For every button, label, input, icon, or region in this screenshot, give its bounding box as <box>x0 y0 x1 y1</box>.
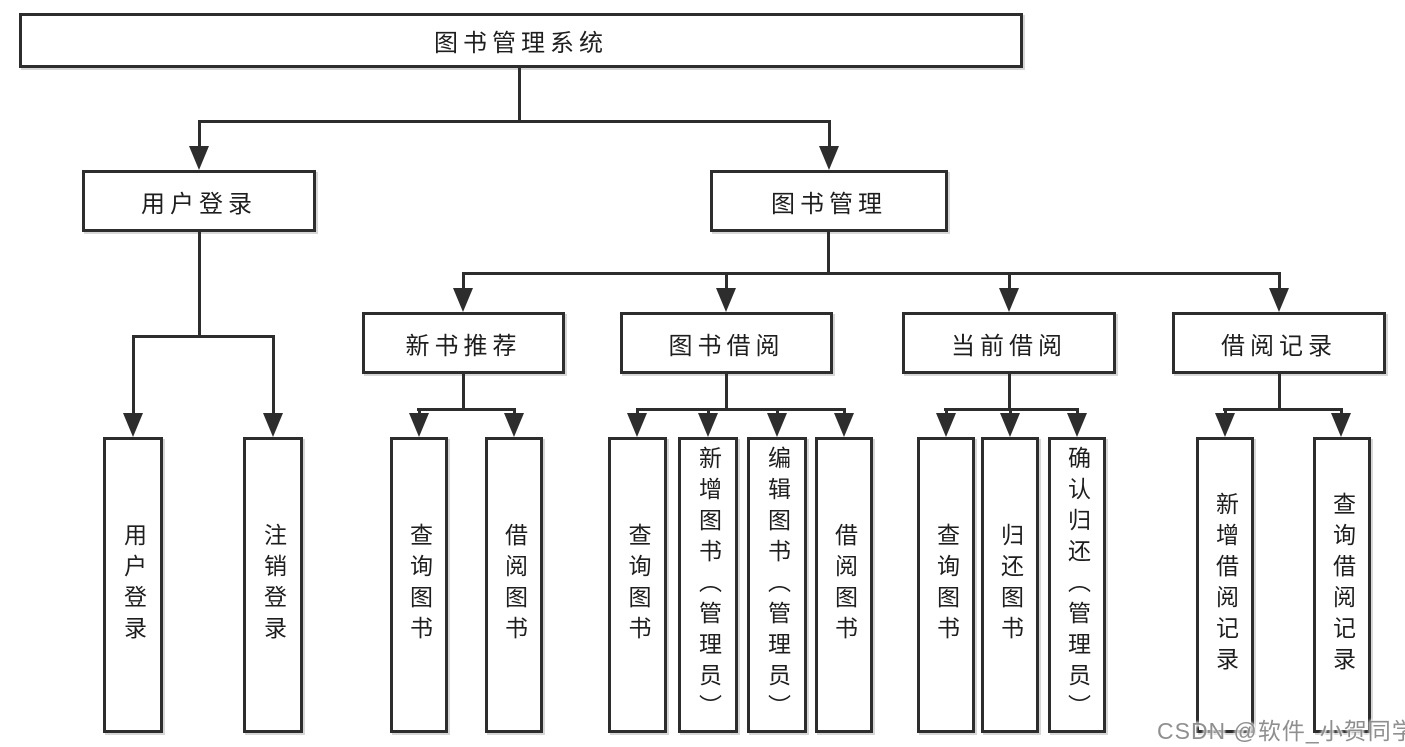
leaf-borrowing-add-books-admin: 新增图书（管理员） <box>678 437 738 733</box>
connector-line <box>272 335 275 415</box>
connector-line <box>132 335 275 338</box>
leaf-borrowing-query-books: 查询图书 <box>608 437 667 733</box>
connector-line <box>1223 408 1343 411</box>
connector-line <box>198 120 831 123</box>
leaf-recommend-query-books: 查询图书 <box>390 437 448 733</box>
connector-line <box>462 272 1280 275</box>
arrow-down-icon <box>1067 413 1087 437</box>
leaf-current-return-books: 归还图书 <box>981 437 1039 733</box>
connector-line <box>198 120 201 148</box>
connector-line <box>725 374 728 408</box>
connector-line <box>725 272 728 290</box>
connector-line <box>707 408 710 415</box>
connector-line <box>1009 408 1012 415</box>
arrow-down-icon <box>716 288 736 312</box>
connector-line <box>945 408 948 415</box>
node-book-borrowing: 图书借阅 <box>620 312 833 374</box>
leaf-current-confirm-return-admin: 确认归还（管理员） <box>1048 437 1106 733</box>
connector-line <box>1008 272 1011 290</box>
arrow-down-icon <box>189 146 209 170</box>
node-borrowing-records: 借阅记录 <box>1172 312 1386 374</box>
connector-line <box>1278 272 1281 290</box>
watermark: CSDN @软件_小贺同学 <box>1157 718 1405 744</box>
connector-line <box>417 408 516 411</box>
arrow-down-icon <box>767 413 787 437</box>
leaf-current-query-books: 查询图书 <box>917 437 975 733</box>
connector-line <box>198 232 201 335</box>
node-new-book-recommendation: 新书推荐 <box>362 312 565 374</box>
connector-line <box>776 408 779 415</box>
arrow-down-icon <box>409 413 429 437</box>
connector-line <box>518 68 521 120</box>
leaf-records-add-record: 新增借阅记录 <box>1196 437 1254 733</box>
arrow-down-icon <box>834 413 854 437</box>
connector-line <box>462 374 465 408</box>
arrow-down-icon <box>698 413 718 437</box>
connector-line <box>1278 374 1281 408</box>
arrow-down-icon <box>263 413 283 437</box>
connector-line <box>513 408 516 415</box>
arrow-down-icon <box>627 413 647 437</box>
connector-line <box>636 408 846 411</box>
arrow-down-icon <box>1269 288 1289 312</box>
node-book-management: 图书管理 <box>710 170 948 232</box>
arrow-down-icon <box>504 413 524 437</box>
arrow-down-icon <box>123 413 143 437</box>
node-library-system: 图书管理系统 <box>19 13 1023 68</box>
leaf-recommend-borrow-books: 借阅图书 <box>485 437 543 733</box>
arrow-down-icon <box>1000 413 1020 437</box>
leaf-borrowing-borrow-books: 借阅图书 <box>815 437 873 733</box>
arrow-down-icon <box>1215 413 1235 437</box>
arrow-down-icon <box>1331 413 1351 437</box>
node-user-login: 用户登录 <box>82 170 316 232</box>
connector-line <box>828 120 831 148</box>
arrow-down-icon <box>936 413 956 437</box>
leaf-logout: 注销登录 <box>243 437 303 733</box>
connector-line <box>827 232 830 272</box>
connector-line <box>843 408 846 415</box>
connector-line <box>132 335 135 415</box>
connector-line <box>1224 408 1227 415</box>
arrow-down-icon <box>819 146 839 170</box>
arrow-down-icon <box>999 288 1019 312</box>
leaf-borrowing-edit-books-admin: 编辑图书（管理员） <box>747 437 807 733</box>
leaf-user-login: 用户登录 <box>103 437 163 733</box>
connector-line <box>462 272 465 290</box>
arrow-down-icon <box>453 288 473 312</box>
connector-line <box>1008 374 1011 408</box>
connector-line <box>1076 408 1079 415</box>
connector-line <box>1340 408 1343 415</box>
connector-line <box>418 408 421 415</box>
leaf-records-query-record: 查询借阅记录 <box>1313 437 1371 733</box>
node-current-borrowing: 当前借阅 <box>902 312 1116 374</box>
connector-line <box>636 408 639 415</box>
